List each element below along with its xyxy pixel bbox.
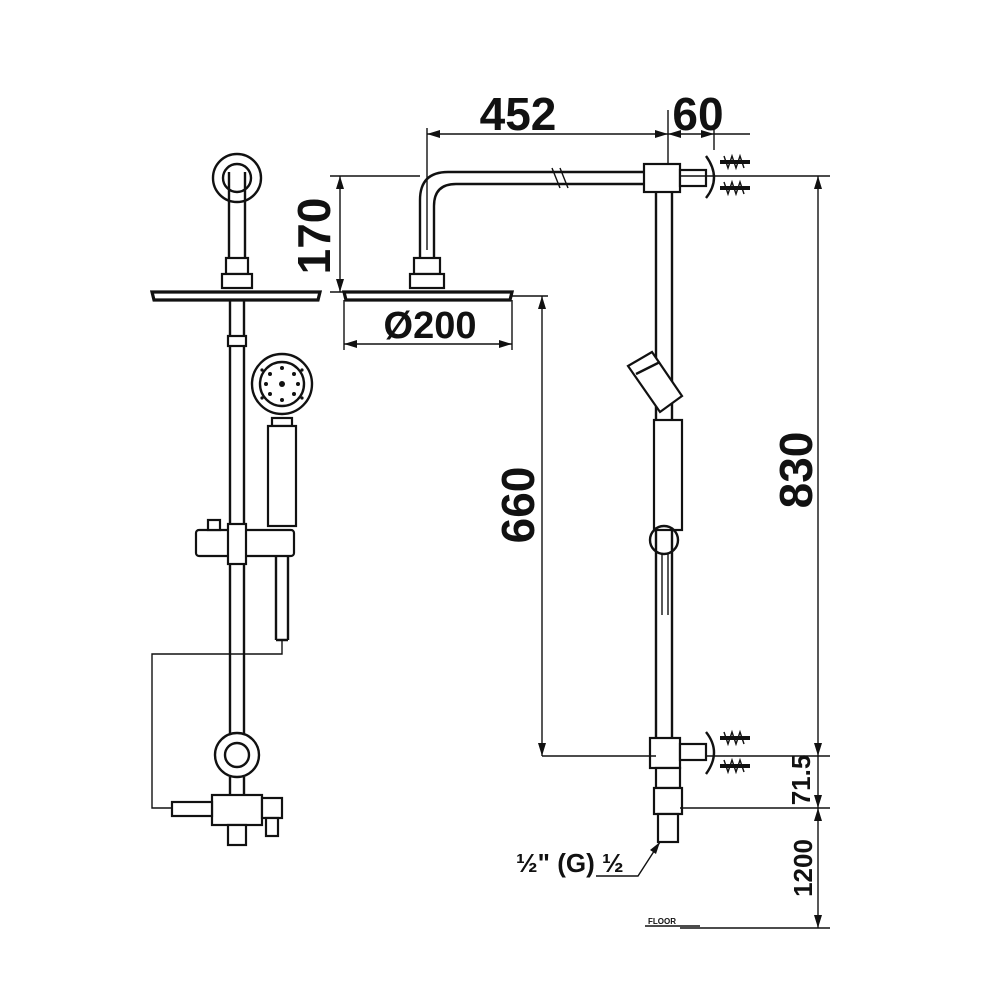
dimension-170-label: 170 [288,198,340,275]
dimension-452-label: 452 [480,88,557,140]
dimension-71-5-label: 71.5 [786,755,816,806]
dimension-1200-label: 1200 [788,839,818,897]
dimension-60-label: 60 [672,88,723,140]
side-view [341,153,750,844]
front-view [149,152,323,847]
dimension-660-label: 660 [492,467,544,544]
dimension-830-label: 830 [770,432,822,509]
thread-size-note: ½" (G) ½ [516,848,624,878]
floor-label: FLOOR [648,917,676,926]
dimension-lines [330,110,830,929]
dimension-diameter-200-label: Ø200 [384,305,477,347]
